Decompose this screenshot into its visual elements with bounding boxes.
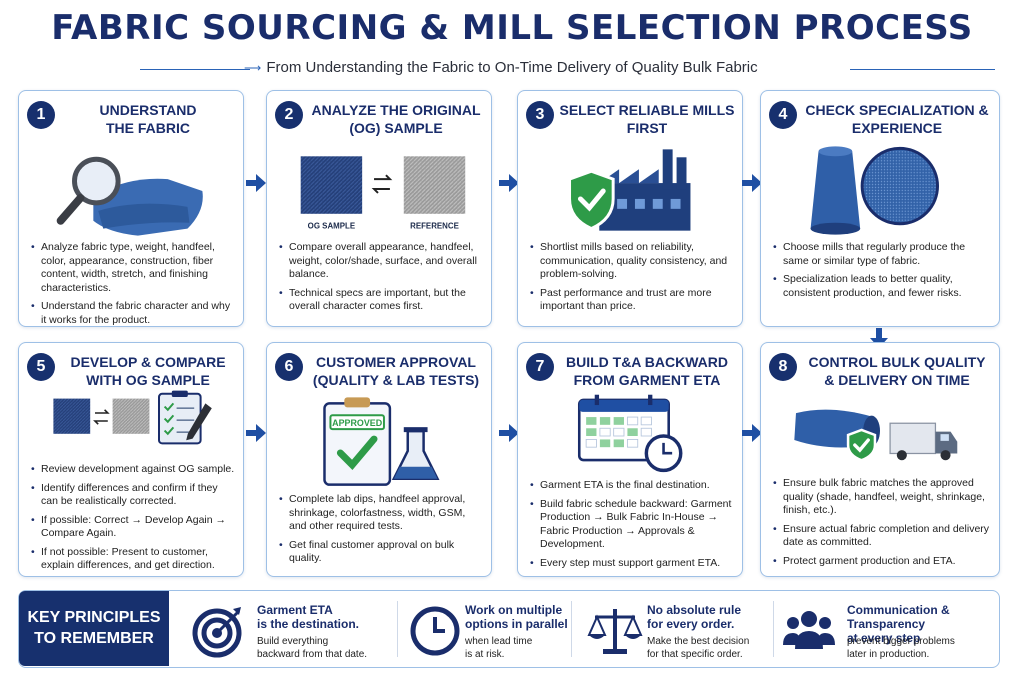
- principle-divider: [773, 601, 774, 657]
- principle-item: Work on multiple options in parallel whe…: [399, 599, 574, 661]
- bullet-item: Choose mills that regularly produce the …: [773, 241, 991, 268]
- bullet-item: Ensure bulk fabric matches the approved …: [773, 477, 991, 518]
- step-bullets: Review development against OG sample. Id…: [31, 463, 235, 578]
- yarn-cone-fabric-icon: [810, 146, 940, 235]
- bullet-item: Analyze fabric type, weight, handfeel, c…: [31, 241, 235, 295]
- bullet-item: Technical specs are important, but the o…: [279, 287, 483, 314]
- subtitle-rule-left: [140, 69, 250, 70]
- principle-text: prevent bigger problems later in product…: [847, 636, 955, 660]
- step-title: Build T&A Backward from Garment ETA: [565, 354, 729, 388]
- principle-item: No absolute rule for every order. Make t…: [581, 599, 766, 661]
- step-title: Control Bulk Quality & Delivery on Time: [808, 354, 986, 388]
- step-card-7: 7 Build T&A Backward from Garment ETA Ga…: [517, 342, 743, 577]
- bullet-item: Ensure actual fabric completion and deli…: [773, 523, 991, 550]
- bullet-item: Garment ETA is the final destination.: [530, 479, 734, 493]
- team-icon: [783, 611, 835, 649]
- step-bullets: Analyze fabric type, weight, handfeel, c…: [31, 241, 235, 332]
- principle-title: Communication & Transparency at every st…: [847, 603, 950, 645]
- flow-arrow-icon: [246, 174, 266, 192]
- bullet-item: Specialization leads to better quality, …: [773, 273, 991, 300]
- step-card-1: 1 Understand the Fabric Analyze fabric t…: [18, 90, 244, 327]
- step-number-badge: 1: [27, 101, 55, 129]
- principle-text: Build everything backward from that date…: [257, 636, 368, 660]
- compare-clipboard-icon: [53, 390, 212, 445]
- principle-divider: [571, 601, 572, 657]
- approved-stamp: APPROVED: [332, 418, 383, 428]
- step-bullets: Garment ETA is the final destination. Bu…: [530, 479, 734, 575]
- bullet-item: If possible: Correct → Develop Again → C…: [31, 514, 235, 541]
- bullet-item: Compare overall appearance, handfeel, we…: [279, 241, 483, 282]
- step-card-4: 4 Check Specialization & Experience Choo…: [760, 90, 1000, 327]
- principle-title: Work on multiple options in parallel: [465, 603, 568, 631]
- flow-arrow-icon: [499, 174, 519, 192]
- subtitle-rule-right: [850, 69, 995, 70]
- step-title: Check Specialization & Experience: [805, 102, 989, 136]
- step-card-5: 5 Develop & Compare with OG Sample Revie…: [18, 342, 244, 577]
- step-number-badge: 5: [27, 353, 55, 381]
- step-card-2: 2 Analyze the Original (OG) Sample OG SA…: [266, 90, 492, 327]
- principle-item: Communication & Transparency at every st…: [781, 599, 996, 661]
- step-card-6: 6 Customer Approval (Quality & Lab Tests…: [266, 342, 492, 577]
- og-vs-reference-swatches-icon: OG SAMPLE REFERENCE: [300, 156, 466, 231]
- principle-text: Make the best decision for that specific…: [647, 636, 750, 660]
- bullet-item: Complete lab dips, handfeel approval, sh…: [279, 493, 483, 534]
- factory-shield-icon: [568, 149, 691, 231]
- principle-text: when lead time is at risk.: [465, 636, 533, 660]
- bullet-item: If not possible: Present to customer, ex…: [31, 546, 235, 573]
- step-title: Customer Approval (Quality & Lab Tests): [312, 354, 480, 388]
- key-principles-heading: Key Principles to Remember: [19, 591, 169, 666]
- fabric-roll-truck-icon: [794, 409, 958, 462]
- bullet-item: Identify differences and confirm if they…: [31, 482, 235, 509]
- og-sample-label: OG SAMPLE: [308, 222, 355, 231]
- bullet-item: Get final customer approval on bulk qual…: [279, 539, 483, 566]
- step-number-badge: 4: [769, 101, 797, 129]
- bullet-item: Review development against OG sample.: [31, 463, 235, 477]
- bullet-item: Build fabric schedule backward: Garment …: [530, 498, 734, 552]
- bullet-item: Past performance and trust are more impo…: [530, 287, 734, 314]
- principle-title: No absolute rule for every order.: [647, 603, 742, 631]
- step-number-badge: 2: [275, 101, 303, 129]
- target-icon: [192, 607, 242, 658]
- flow-arrow-icon: [742, 424, 762, 442]
- step-card-3: 3 Select Reliable Mills First Shortlist …: [517, 90, 743, 327]
- calendar-clock-icon: [577, 394, 683, 473]
- flow-arrow-icon: [499, 424, 519, 442]
- step-bullets: Shortlist mills based on reliability, co…: [530, 241, 734, 319]
- page-subtitle: From Understanding the Fabric to On-Time…: [266, 59, 758, 76]
- subtitle-arrow-icon: ⟶: [244, 61, 262, 75]
- scale-icon: [587, 609, 643, 654]
- magnifier-fabric-icon: [56, 156, 203, 236]
- page-title: Fabric Sourcing & Mill Selection Process: [51, 8, 973, 48]
- flow-arrow-icon: [742, 174, 762, 192]
- step-title: Analyze the Original (OG) Sample: [311, 102, 481, 136]
- approved-clipboard-flask-icon: APPROVED: [323, 397, 440, 486]
- reference-label: REFERENCE: [410, 222, 459, 231]
- step-title: Develop & Compare with OG Sample: [70, 354, 226, 388]
- flow-arrow-icon: [246, 424, 266, 442]
- bullet-item: Shortlist mills based on reliability, co…: [530, 241, 734, 282]
- step-bullets: Compare overall appearance, handfeel, we…: [279, 241, 483, 319]
- principle-divider: [397, 601, 398, 657]
- key-principles-panel: Key Principles to Remember Garment ETA i…: [18, 590, 1000, 668]
- principle-title: Garment ETA is the destination.: [257, 603, 360, 631]
- step-number-badge: 3: [526, 101, 554, 129]
- principle-item: Garment ETA is the destination. Build ev…: [191, 599, 401, 661]
- step-bullets: Complete lab dips, handfeel approval, sh…: [279, 493, 483, 571]
- bullet-item: Understand the fabric character and why …: [31, 300, 235, 327]
- step-number-badge: 7: [526, 353, 554, 381]
- step-bullets: Ensure bulk fabric matches the approved …: [773, 477, 991, 573]
- clock-icon: [410, 606, 460, 656]
- step-number-badge: 6: [275, 353, 303, 381]
- step-bullets: Choose mills that regularly produce the …: [773, 241, 991, 305]
- step-card-8: 8 Control Bulk Quality & Delivery on Tim…: [760, 342, 1000, 577]
- bullet-item: Protect garment production and ETA.: [773, 555, 991, 569]
- step-title: Select Reliable Mills First: [559, 102, 735, 136]
- bullet-item: Every step must support garment ETA.: [530, 557, 734, 571]
- step-number-badge: 8: [769, 353, 797, 381]
- step-title: Understand the Fabric: [99, 102, 197, 136]
